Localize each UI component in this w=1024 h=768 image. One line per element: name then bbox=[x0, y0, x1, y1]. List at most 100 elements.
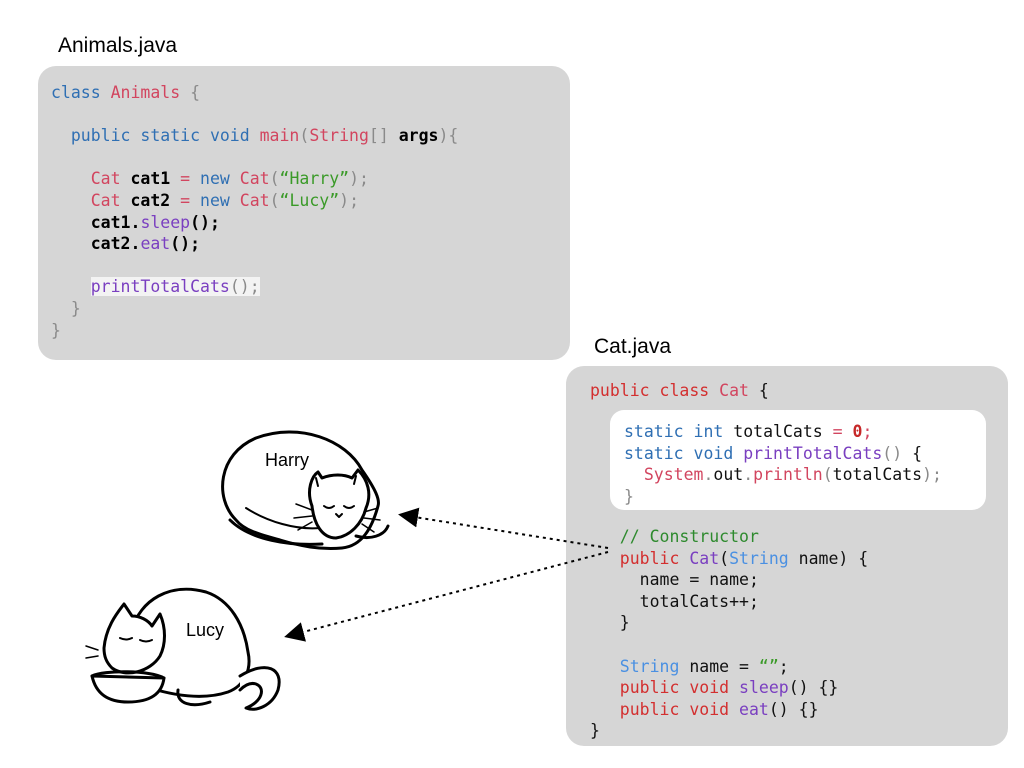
code-token: } bbox=[51, 320, 61, 340]
animals-code-block: class Animals { public static void main(… bbox=[51, 82, 458, 341]
code-line: cat2.eat(); bbox=[51, 233, 458, 255]
code-line: name = name; bbox=[590, 569, 868, 591]
code-token: totalCats bbox=[832, 465, 923, 485]
code-token: static void bbox=[624, 443, 744, 463]
code-token: printTotalCats bbox=[743, 443, 883, 463]
lucy-cat-illustration bbox=[85, 587, 281, 711]
code-token: new bbox=[200, 169, 240, 189]
code-token: ; bbox=[862, 422, 873, 441]
code-token: (); bbox=[170, 234, 201, 254]
code-token: name = bbox=[689, 656, 759, 676]
code-token: . bbox=[130, 212, 141, 232]
code-token: } bbox=[51, 298, 81, 318]
code-token: . bbox=[743, 465, 754, 485]
code-token: Animals bbox=[110, 83, 191, 102]
code-token: } bbox=[624, 486, 634, 506]
code-token: name = name; bbox=[590, 570, 759, 590]
code-line: // Constructor bbox=[590, 526, 868, 548]
code-token: printTotalCats bbox=[90, 277, 230, 297]
code-token: Cat bbox=[719, 381, 759, 400]
code-token: System bbox=[624, 465, 704, 485]
code-token: “Harry” bbox=[279, 169, 350, 189]
code-token: name bbox=[798, 548, 839, 568]
code-token: public void bbox=[590, 699, 740, 719]
code-token: public class bbox=[590, 381, 720, 400]
code-line: public void eat() {} bbox=[590, 699, 868, 721]
code-token: . bbox=[703, 465, 714, 485]
code-line: public Cat(String name) { bbox=[590, 548, 868, 570]
arrow-to-harry bbox=[398, 507, 609, 549]
code-token: eat bbox=[140, 234, 171, 254]
code-token: = bbox=[832, 422, 853, 441]
code-token: public void bbox=[590, 678, 740, 698]
cat-code-panel: public class Cat { static int totalCats … bbox=[566, 366, 1008, 746]
code-token: String bbox=[729, 548, 799, 568]
code-token: ( bbox=[822, 465, 833, 485]
code-token: = bbox=[170, 169, 201, 189]
code-line: } bbox=[51, 298, 458, 320]
code-token: Cat bbox=[239, 169, 270, 189]
code-token: ; bbox=[778, 656, 789, 676]
code-line: static int totalCats = 0; bbox=[624, 421, 942, 443]
code-token: // Constructor bbox=[590, 527, 759, 546]
code-token: Cat bbox=[51, 190, 131, 210]
code-token: “Lucy” bbox=[279, 190, 340, 210]
code-token: cat1 bbox=[90, 212, 131, 232]
static-members-code: static int totalCats = 0;static void pri… bbox=[624, 421, 942, 507]
code-line: totalCats++; bbox=[590, 591, 868, 613]
code-token: ( bbox=[269, 190, 280, 210]
code-token: ){ bbox=[438, 126, 459, 146]
animals-code-panel: class Animals { public static void main(… bbox=[38, 66, 570, 360]
code-token: public static void bbox=[51, 126, 260, 146]
code-line: cat1.sleep(); bbox=[51, 212, 458, 234]
code-token: public bbox=[590, 548, 690, 568]
code-token: eat bbox=[739, 699, 769, 719]
code-line: public static void main(String[] args){ bbox=[51, 125, 459, 147]
code-token: Cat bbox=[51, 169, 131, 189]
code-token: sleep bbox=[739, 678, 789, 698]
code-token: () bbox=[882, 443, 913, 463]
code-token: static int bbox=[624, 422, 734, 441]
code-token: args bbox=[398, 126, 439, 146]
animals-file-title: Animals.java bbox=[58, 34, 178, 57]
code-token: totalCats++; bbox=[590, 591, 759, 611]
code-token: String bbox=[590, 656, 690, 676]
code-line: printTotalCats(); bbox=[51, 276, 458, 298]
code-token: . bbox=[130, 234, 141, 254]
static-members-box: static int totalCats = 0;static void pri… bbox=[610, 410, 986, 510]
code-token: (); bbox=[190, 212, 220, 232]
code-token: totalCats bbox=[733, 422, 833, 441]
code-token: = bbox=[170, 190, 201, 210]
code-token: new bbox=[200, 190, 240, 210]
cat-header-code: public class Cat { bbox=[590, 380, 769, 402]
code-token: ); bbox=[349, 169, 369, 189]
code-token: { bbox=[190, 83, 201, 102]
cat-body-code: // Constructor public Cat(String name) {… bbox=[590, 526, 868, 742]
code-line: } bbox=[51, 320, 458, 342]
code-token: 0 bbox=[852, 422, 863, 441]
cat-file-title: Cat.java bbox=[594, 335, 672, 358]
code-token: } bbox=[590, 613, 630, 633]
code-line: Cat cat1 = new Cat(“Harry”); bbox=[51, 168, 458, 190]
code-line: public class Cat { bbox=[590, 380, 769, 402]
code-token: cat1 bbox=[130, 169, 171, 189]
code-line: System.out.println(totalCats); bbox=[624, 464, 942, 486]
code-line: } bbox=[590, 720, 868, 742]
code-token: class bbox=[51, 83, 111, 102]
code-token: main bbox=[259, 126, 300, 146]
code-token: ); bbox=[339, 190, 360, 210]
arrow-to-lucy bbox=[284, 551, 609, 642]
code-token: ) { bbox=[838, 548, 869, 568]
code-token: ( bbox=[299, 126, 310, 146]
code-token: ); bbox=[922, 465, 942, 485]
code-line: static void printTotalCats() { bbox=[624, 443, 942, 465]
code-line: Cat cat2 = new Cat(“Lucy”); bbox=[51, 190, 458, 212]
code-line: } bbox=[624, 486, 942, 508]
code-token: cat2 bbox=[90, 234, 131, 254]
code-token: sleep bbox=[140, 212, 191, 232]
code-token: ( bbox=[269, 169, 280, 189]
code-token: { bbox=[758, 381, 769, 400]
code-token: cat2 bbox=[130, 190, 171, 210]
code-line: } bbox=[590, 612, 868, 634]
